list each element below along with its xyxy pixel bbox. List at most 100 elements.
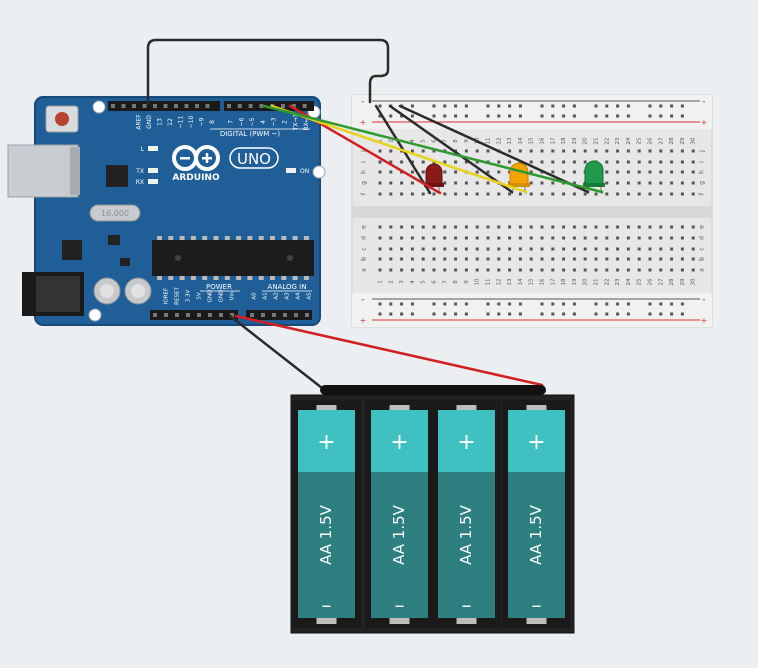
breadboard-hole[interactable] xyxy=(486,257,490,261)
breadboard-hole[interactable] xyxy=(464,181,468,185)
breadboard-hole[interactable] xyxy=(616,268,620,272)
breadboard-hole[interactable] xyxy=(659,170,663,174)
breadboard-hole[interactable] xyxy=(680,192,684,196)
breadboard-hole[interactable] xyxy=(680,225,684,229)
header-hole[interactable] xyxy=(305,313,309,317)
breadboard-hole[interactable] xyxy=(626,192,630,196)
breadboard-hole[interactable] xyxy=(605,236,609,240)
breadboard-hole[interactable] xyxy=(421,192,425,196)
rail-hole[interactable] xyxy=(400,312,404,316)
breadboard-hole[interactable] xyxy=(443,225,447,229)
breadboard-hole[interactable] xyxy=(464,225,468,229)
rail-hole[interactable] xyxy=(508,312,512,316)
breadboard-hole[interactable] xyxy=(572,225,576,229)
breadboard-hole[interactable] xyxy=(680,181,684,185)
breadboard-hole[interactable] xyxy=(594,268,598,272)
breadboard-hole[interactable] xyxy=(421,225,425,229)
rail-hole[interactable] xyxy=(605,104,609,108)
breadboard-hole[interactable] xyxy=(659,181,663,185)
breadboard-hole[interactable] xyxy=(637,257,641,261)
breadboard-hole[interactable] xyxy=(475,247,479,251)
breadboard-hole[interactable] xyxy=(691,149,695,153)
breadboard-hole[interactable] xyxy=(454,192,458,196)
breadboard-hole[interactable] xyxy=(378,236,382,240)
rail-hole[interactable] xyxy=(410,104,414,108)
breadboard-hole[interactable] xyxy=(637,268,641,272)
breadboard-hole[interactable] xyxy=(400,160,404,164)
breadboard-hole[interactable] xyxy=(508,268,512,272)
breadboard-hole[interactable] xyxy=(605,192,609,196)
rail-hole[interactable] xyxy=(551,312,555,316)
breadboard-hole[interactable] xyxy=(421,149,425,153)
breadboard-hole[interactable] xyxy=(648,192,652,196)
breadboard-hole[interactable] xyxy=(551,247,555,251)
rail-hole[interactable] xyxy=(486,104,490,108)
header-hole[interactable] xyxy=(175,313,179,317)
breadboard-hole[interactable] xyxy=(410,192,414,196)
breadboard-hole[interactable] xyxy=(421,236,425,240)
breadboard-hole[interactable] xyxy=(389,225,393,229)
rail-hole[interactable] xyxy=(486,312,490,316)
breadboard-hole[interactable] xyxy=(648,236,652,240)
breadboard-hole[interactable] xyxy=(680,257,684,261)
breadboard-hole[interactable] xyxy=(540,160,544,164)
breadboard-hole[interactable] xyxy=(432,236,436,240)
header-hole[interactable] xyxy=(153,104,157,108)
breadboard-hole[interactable] xyxy=(540,247,544,251)
breadboard-hole[interactable] xyxy=(680,247,684,251)
rail-hole[interactable] xyxy=(410,114,414,118)
breadboard-hole[interactable] xyxy=(421,170,425,174)
breadboard-hole[interactable] xyxy=(497,247,501,251)
rail-hole[interactable] xyxy=(389,312,393,316)
rail-hole[interactable] xyxy=(648,312,652,316)
breadboard-hole[interactable] xyxy=(648,149,652,153)
breadboard-hole[interactable] xyxy=(616,257,620,261)
rail-hole[interactable] xyxy=(594,312,598,316)
breadboard-hole[interactable] xyxy=(659,192,663,196)
breadboard-hole[interactable] xyxy=(464,149,468,153)
rail-hole[interactable] xyxy=(648,104,652,108)
breadboard-hole[interactable] xyxy=(572,236,576,240)
breadboard-hole[interactable] xyxy=(670,236,674,240)
header-hole[interactable] xyxy=(197,313,201,317)
breadboard-hole[interactable] xyxy=(572,268,576,272)
breadboard-hole[interactable] xyxy=(691,257,695,261)
breadboard-hole[interactable] xyxy=(443,192,447,196)
breadboard-hole[interactable] xyxy=(529,268,533,272)
breadboard-hole[interactable] xyxy=(562,236,566,240)
breadboard-hole[interactable] xyxy=(443,170,447,174)
breadboard-hole[interactable] xyxy=(378,170,382,174)
breadboard-hole[interactable] xyxy=(486,225,490,229)
header-hole[interactable] xyxy=(291,104,296,108)
breadboard-hole[interactable] xyxy=(389,268,393,272)
breadboard-hole[interactable] xyxy=(464,160,468,164)
breadboard-hole[interactable] xyxy=(410,160,414,164)
breadboard-hole[interactable] xyxy=(497,268,501,272)
rail-hole[interactable] xyxy=(659,114,663,118)
breadboard-hole[interactable] xyxy=(497,160,501,164)
breadboard-hole[interactable] xyxy=(378,149,382,153)
breadboard-hole[interactable] xyxy=(400,181,404,185)
breadboard-hole[interactable] xyxy=(691,160,695,164)
breadboard-hole[interactable] xyxy=(626,160,630,164)
rail-hole[interactable] xyxy=(410,302,414,306)
header-hole[interactable] xyxy=(259,104,264,108)
breadboard-hole[interactable] xyxy=(529,160,533,164)
breadboard-hole[interactable] xyxy=(659,268,663,272)
breadboard-hole[interactable] xyxy=(518,225,522,229)
breadboard-hole[interactable] xyxy=(529,192,533,196)
rail-hole[interactable] xyxy=(626,114,630,118)
breadboard-hole[interactable] xyxy=(626,225,630,229)
breadboard-hole[interactable] xyxy=(551,257,555,261)
rail-hole[interactable] xyxy=(410,312,414,316)
breadboard-hole[interactable] xyxy=(518,247,522,251)
aa-battery-cell[interactable]: +AA 1.5V– xyxy=(432,400,501,628)
breadboard-hole[interactable] xyxy=(410,236,414,240)
breadboard-hole[interactable] xyxy=(540,149,544,153)
breadboard-hole[interactable] xyxy=(572,170,576,174)
breadboard-hole[interactable] xyxy=(486,247,490,251)
breadboard-hole[interactable] xyxy=(475,257,479,261)
breadboard-hole[interactable] xyxy=(572,149,576,153)
analog-header[interactable] xyxy=(246,310,312,320)
breadboard-hole[interactable] xyxy=(562,149,566,153)
